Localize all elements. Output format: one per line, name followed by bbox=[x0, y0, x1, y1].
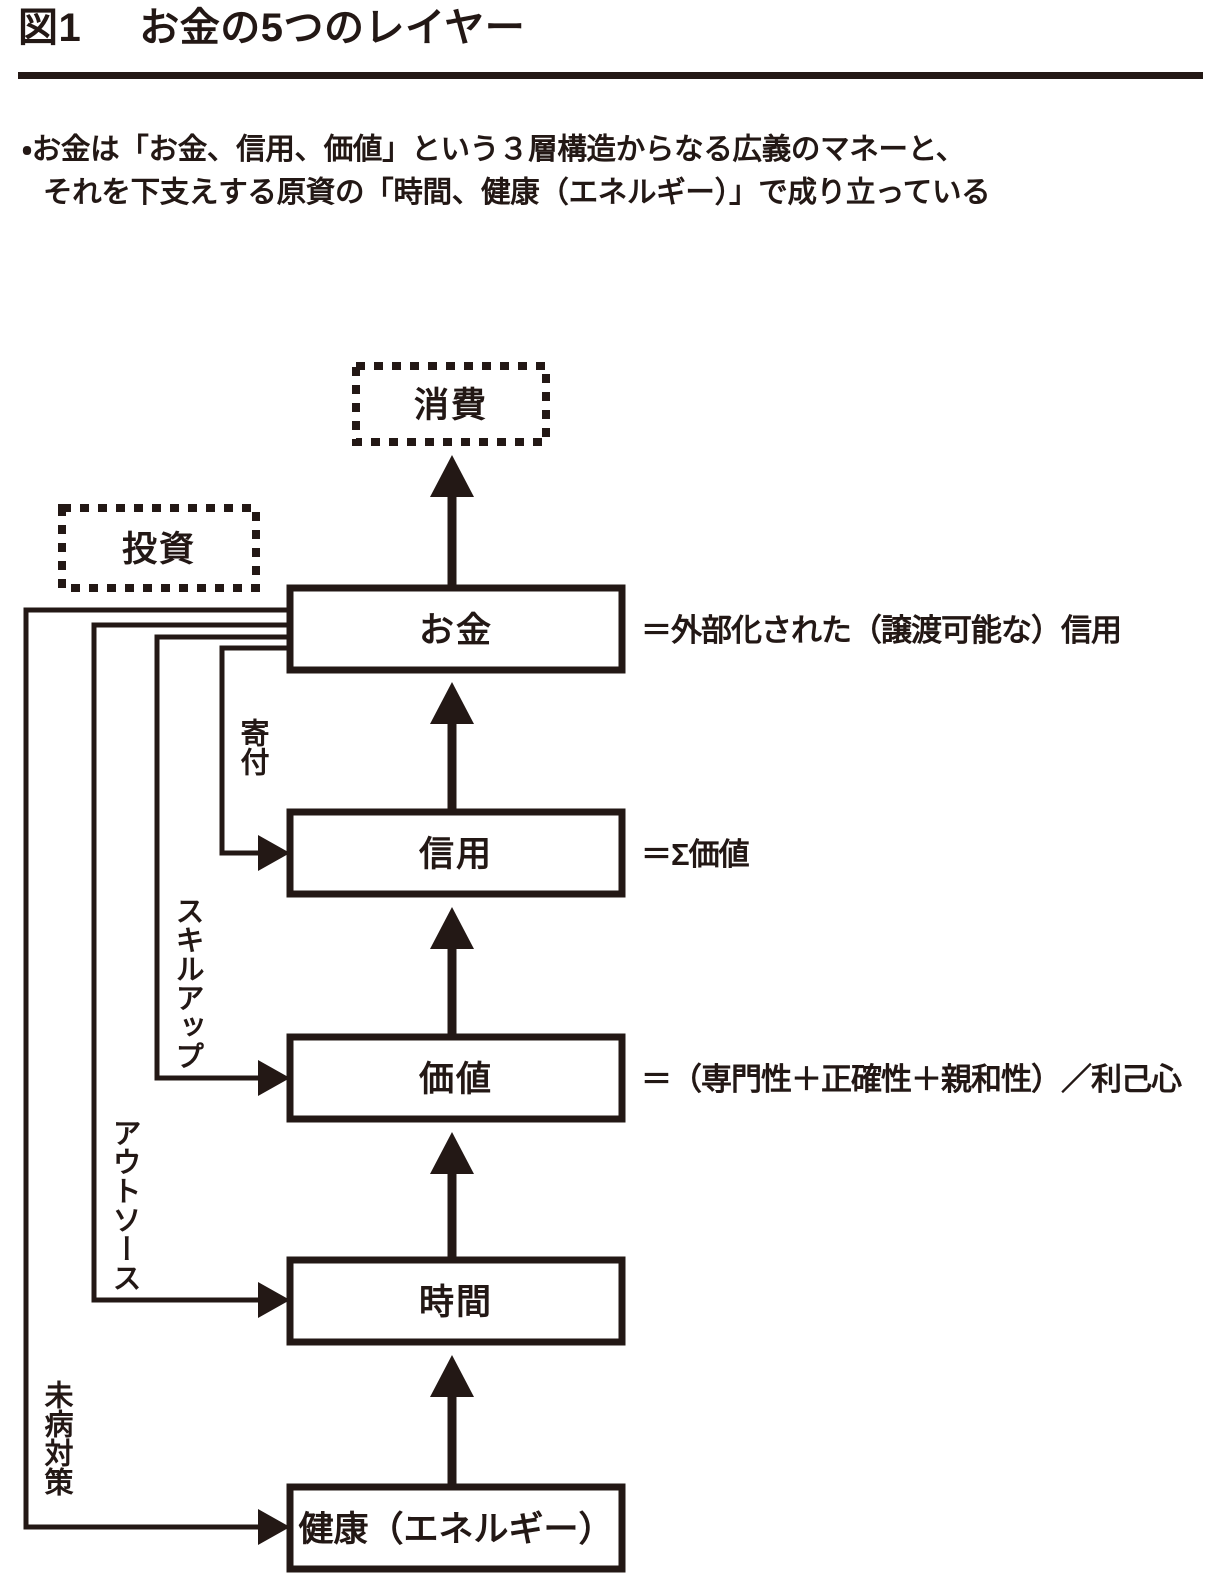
header-divider bbox=[18, 72, 1203, 79]
value-box bbox=[286, 1033, 626, 1123]
flow-value-to-credit-head bbox=[430, 907, 474, 949]
flow-money-to-consumption-head bbox=[430, 455, 474, 497]
time-label: 時間 bbox=[419, 1283, 493, 1322]
health-box bbox=[286, 1483, 626, 1573]
money-equation: ＝外部化された（譲渡可能な）信用 bbox=[641, 613, 1121, 648]
arrowhead-into-credit bbox=[258, 835, 290, 871]
feedback-arrowheads bbox=[258, 835, 290, 1545]
flow-time-to-value-head bbox=[430, 1132, 474, 1174]
health-label: 健康（エネルギー） bbox=[298, 1510, 613, 1549]
flow-credit-to-money-head bbox=[430, 682, 474, 724]
flow-health-to-time-head bbox=[430, 1355, 474, 1397]
credit-equation: ＝Σ価値 bbox=[641, 837, 750, 872]
label-outsource: アウトソース bbox=[108, 1118, 140, 1292]
consumption-label: 消費 bbox=[414, 386, 488, 425]
route-outsource bbox=[91, 622, 290, 1303]
time-box bbox=[286, 1256, 626, 1346]
value-label: 価値 bbox=[418, 1060, 493, 1099]
arrowhead-into-value bbox=[258, 1060, 290, 1096]
lead-line-1: ・お金は「お金、信用、価値」という３層構造からなる広義のマネーと、 bbox=[22, 133, 965, 166]
credit-label: 信用 bbox=[418, 835, 493, 874]
node-money[interactable]: お金 bbox=[286, 584, 626, 674]
figure-number: 図1 bbox=[18, 6, 82, 50]
figure-header: 図1 お金の5つのレイヤー bbox=[18, 8, 1203, 74]
label-prevention: 未病対策 bbox=[40, 1380, 74, 1496]
node-credit[interactable]: 信用 bbox=[286, 808, 626, 898]
node-time[interactable]: 時間 bbox=[286, 1256, 626, 1346]
route-prevention bbox=[23, 607, 290, 1530]
arrowhead-into-health bbox=[258, 1509, 290, 1545]
node-value[interactable]: 価値 bbox=[286, 1033, 626, 1123]
arrowhead-into-time bbox=[258, 1282, 290, 1318]
feedback-routing-lines bbox=[23, 607, 290, 1530]
route-skillup bbox=[154, 634, 290, 1081]
node-investment[interactable]: 投資 bbox=[58, 504, 260, 592]
money-label: お金 bbox=[419, 611, 493, 650]
lead-line-2: それを下支えする原資の「時間、健康（エネルギー）」で成り立っている bbox=[43, 176, 991, 210]
layer-diagram: 消費 投資 お金 ＝外部化された（譲渡可能な）信用 信用 ＝Σ価値 bbox=[0, 300, 1221, 1576]
value-equation: ＝（専門性＋正確性＋親和性）／利己心 bbox=[641, 1062, 1182, 1097]
route-donation bbox=[219, 645, 290, 856]
label-donation: 寄付 bbox=[236, 718, 270, 776]
node-consumption[interactable]: 消費 bbox=[352, 362, 550, 446]
lead-description: ・お金は「お金、信用、価値」という３層構造からなる広義のマネーと、 それを下支え… bbox=[22, 128, 1192, 214]
page-title: お金の5つのレイヤー bbox=[139, 6, 526, 50]
investment-box bbox=[58, 504, 260, 592]
consumption-box bbox=[352, 362, 550, 446]
investment-label: 投資 bbox=[122, 530, 196, 569]
money-box bbox=[286, 584, 626, 674]
label-skillup: スキルアップ bbox=[171, 896, 204, 1070]
credit-box bbox=[286, 808, 626, 898]
node-health[interactable]: 健康（エネルギー） bbox=[286, 1483, 626, 1573]
